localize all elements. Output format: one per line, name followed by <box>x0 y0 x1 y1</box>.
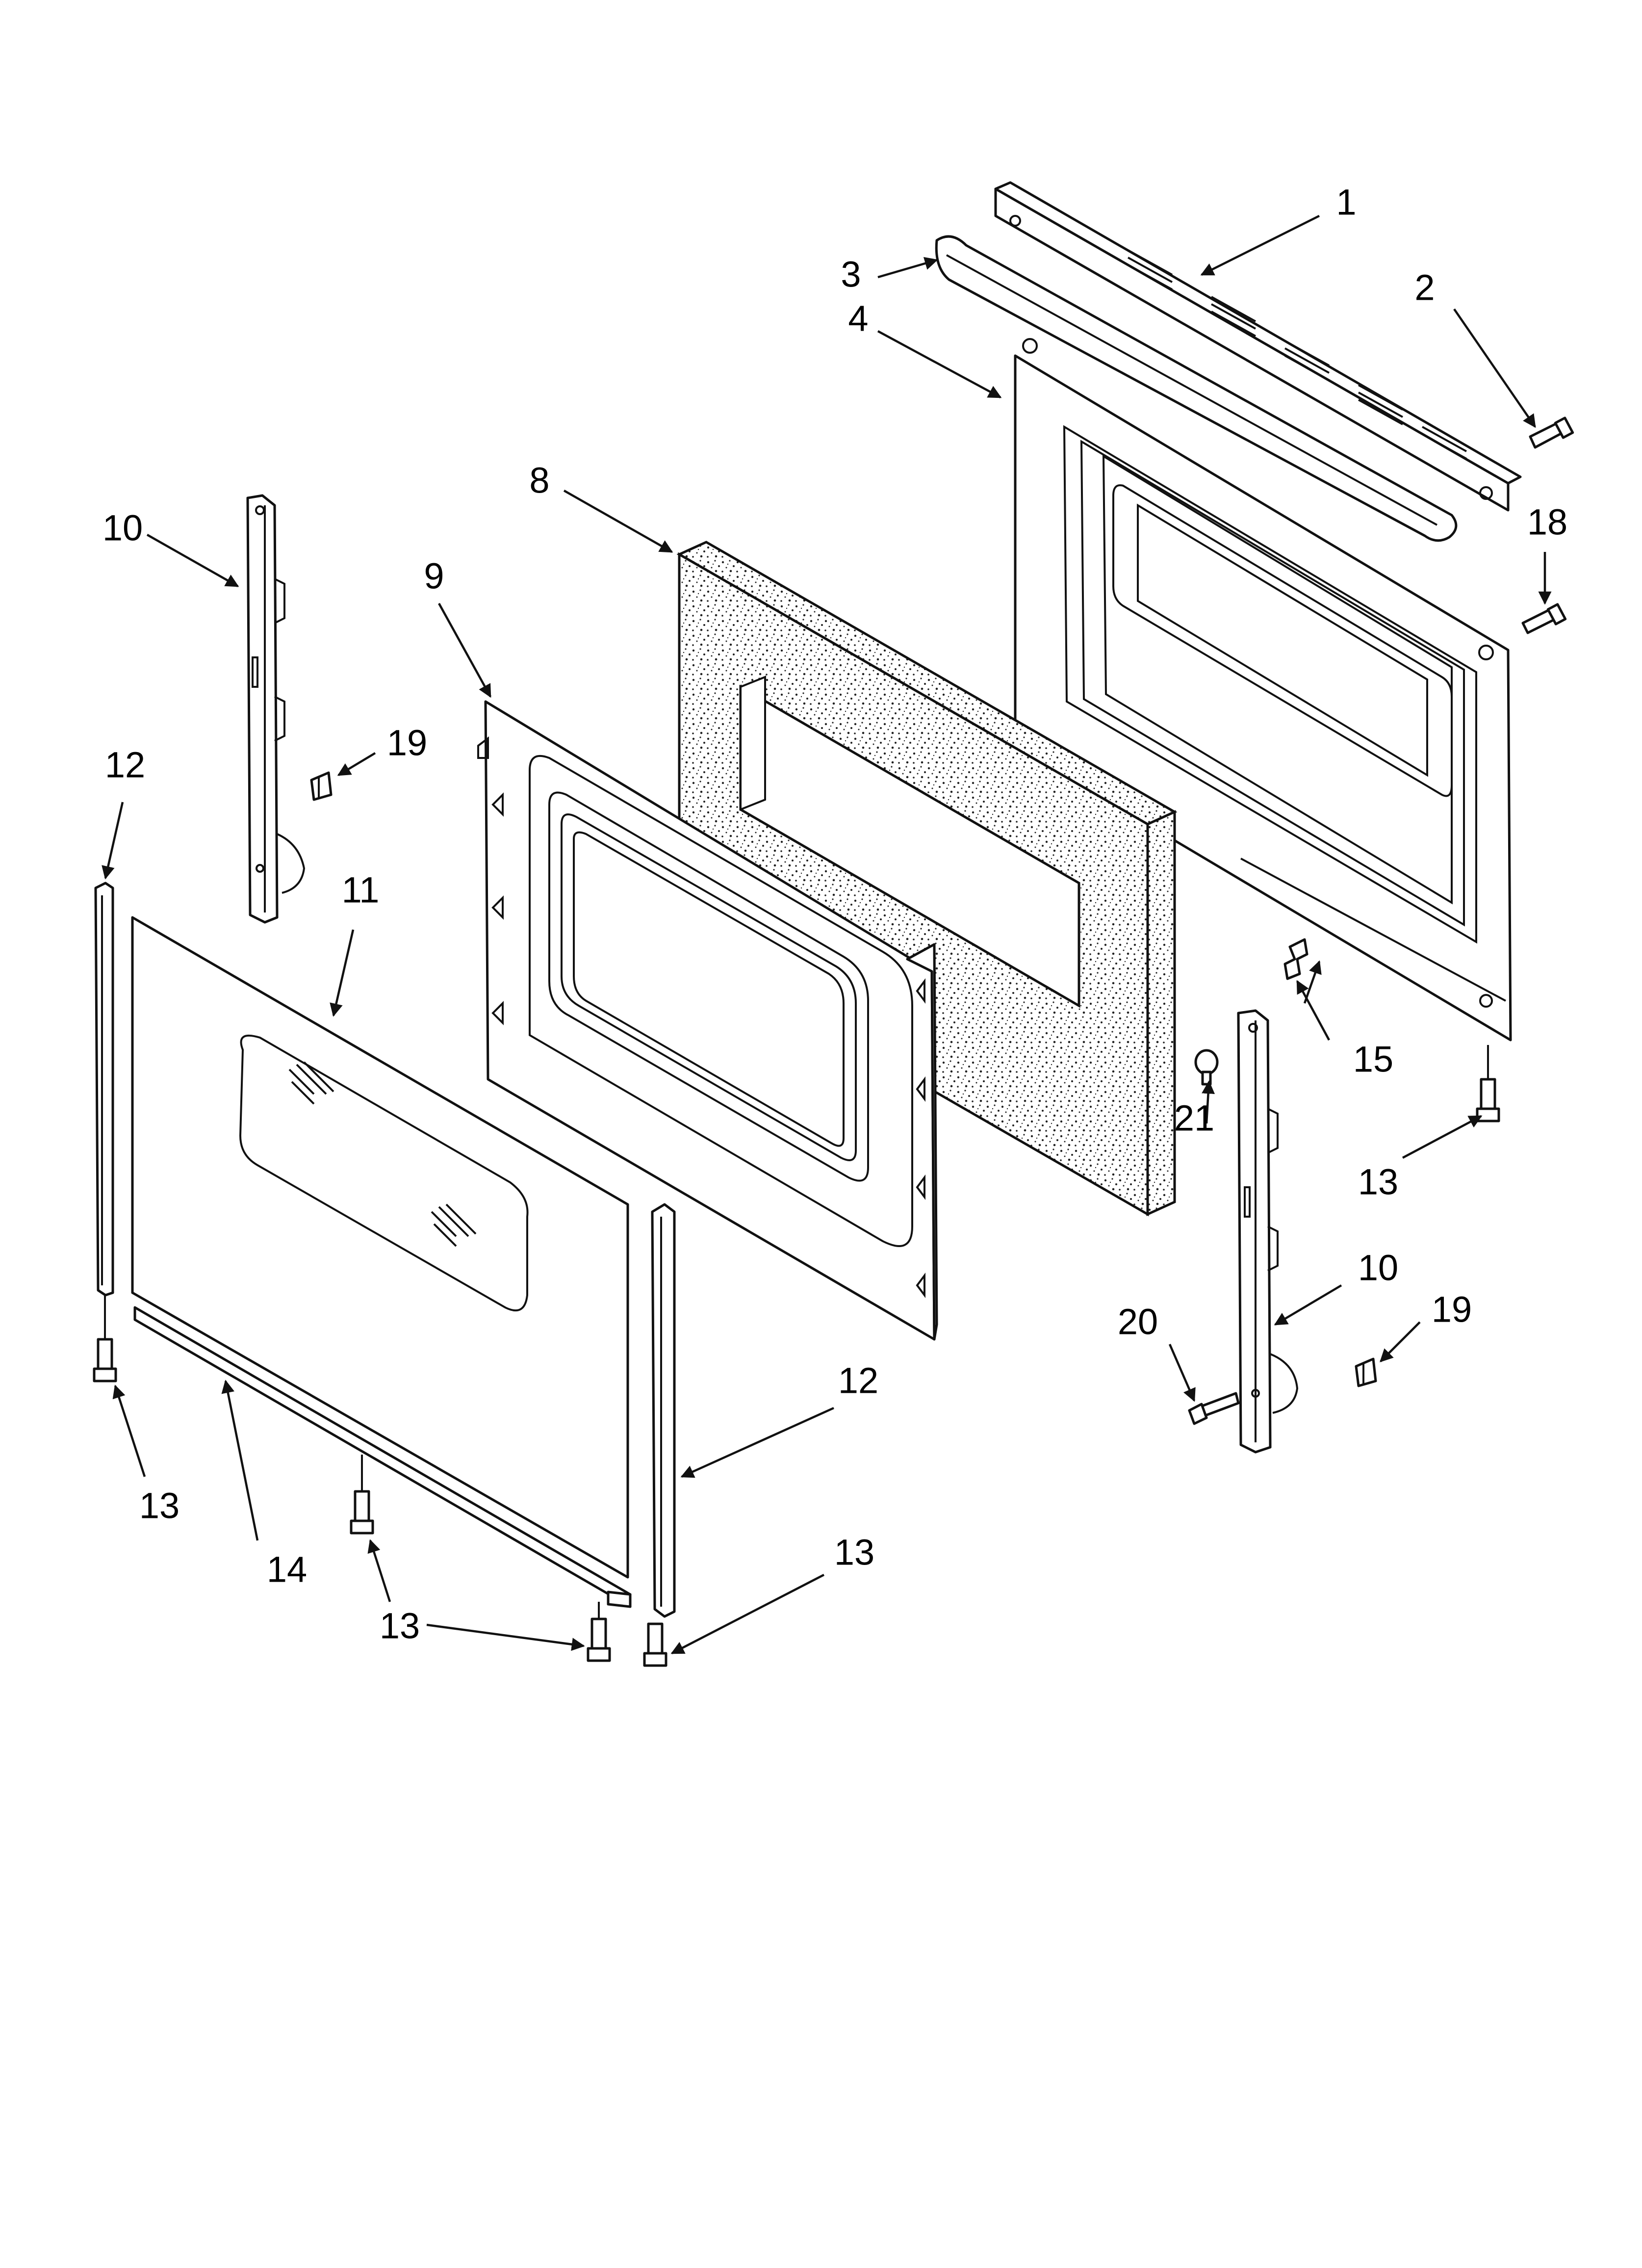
screw-13-left <box>93 1295 117 1382</box>
screw-13-right <box>1476 1045 1500 1122</box>
callout-18: 18 <box>1527 502 1567 543</box>
callout-13b: 13 <box>139 1486 180 1526</box>
callout-3: 3 <box>841 254 861 295</box>
hinge-channel-left <box>246 494 306 924</box>
callout-21: 21 <box>1174 1098 1214 1139</box>
inner-glass-frame <box>477 700 938 1341</box>
screw-13-center <box>350 1455 374 1535</box>
screw-18 <box>1521 603 1567 634</box>
callout-19b: 19 <box>1432 1289 1472 1330</box>
callout-13d: 13 <box>834 1532 874 1573</box>
callout-9: 9 <box>424 556 444 597</box>
bumper-21 <box>1194 1049 1219 1086</box>
screw-2 <box>1529 417 1574 449</box>
callout-13c: 13 <box>380 1606 420 1646</box>
callout-19a: 19 <box>387 723 427 763</box>
screw-13-right-bottom <box>643 1622 667 1667</box>
callout-20: 20 <box>1118 1302 1158 1342</box>
callout-13a: 13 <box>1358 1162 1398 1202</box>
leader-lines <box>102 214 1552 1654</box>
callout-14: 14 <box>267 1549 307 1590</box>
side-trim-left <box>94 882 114 1297</box>
inner-door-panel <box>1014 338 1512 1042</box>
callout-12b: 12 <box>838 1360 878 1401</box>
screw-13-bottom <box>587 1602 611 1662</box>
callout-15: 15 <box>1353 1039 1393 1080</box>
bracket-15 <box>1283 938 1308 980</box>
clip-19-left <box>310 771 333 801</box>
outer-glass-panel <box>131 916 629 1579</box>
callout-2: 2 <box>1414 267 1435 308</box>
clip-19-right <box>1355 1357 1377 1387</box>
screw-20 <box>1188 1392 1240 1425</box>
side-trim-right <box>651 1203 676 1618</box>
callout-4: 4 <box>848 298 868 339</box>
callout-12a: 12 <box>105 745 145 785</box>
callouts: 1 2 3 4 8 9 10 10 11 12 12 13 13 13 13 1… <box>103 182 1567 1646</box>
vent-trim <box>994 181 1522 512</box>
callout-8: 8 <box>529 460 549 501</box>
callout-10b: 10 <box>1358 1248 1398 1288</box>
door-handle <box>935 235 1458 542</box>
callout-10a: 10 <box>103 508 143 548</box>
callout-1: 1 <box>1336 182 1356 223</box>
callout-11: 11 <box>342 870 380 911</box>
door-insulation <box>676 541 1178 1217</box>
hinge-channel-right <box>1237 1009 1299 1454</box>
bottom-trim <box>133 1306 632 1608</box>
